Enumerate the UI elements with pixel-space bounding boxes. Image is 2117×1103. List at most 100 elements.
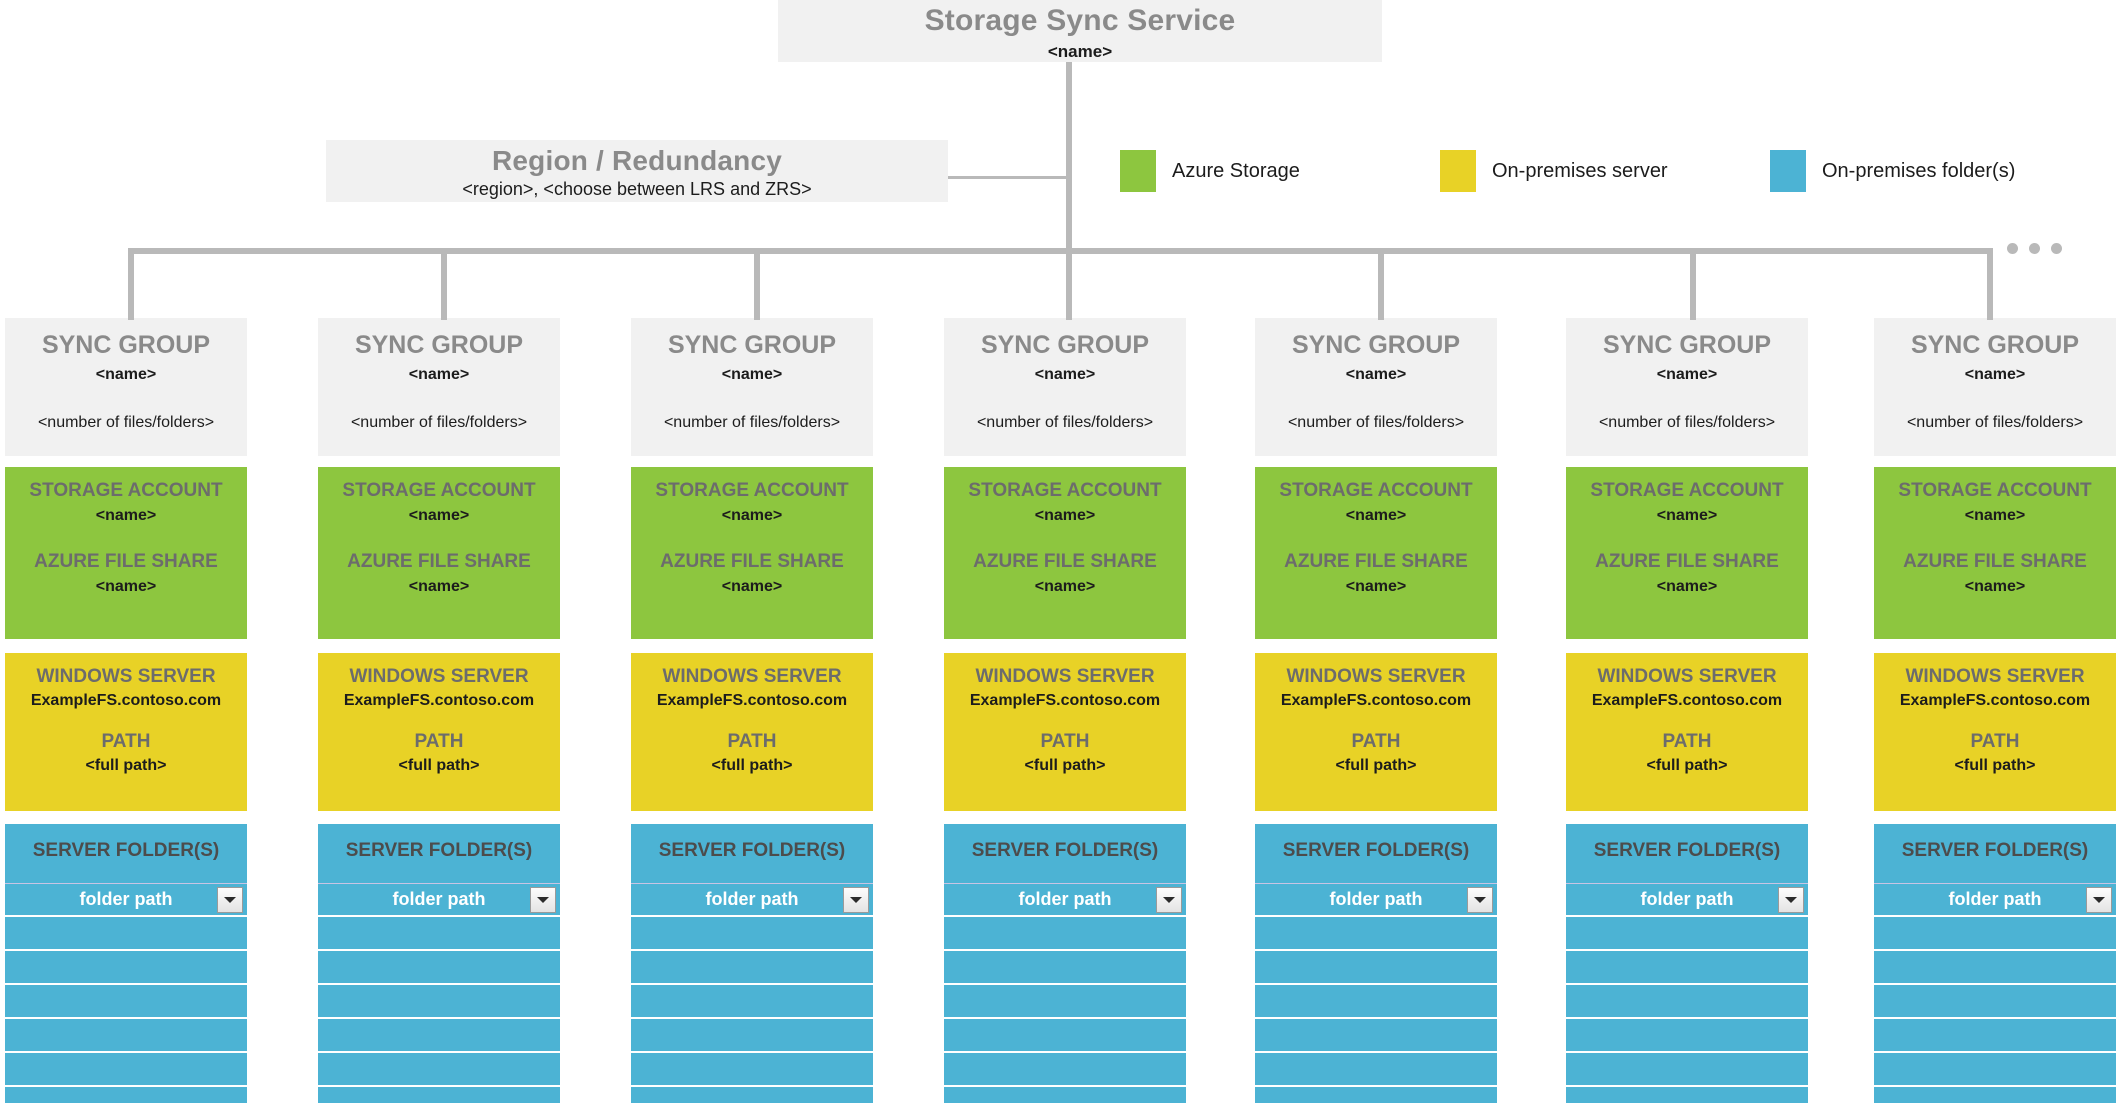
sync-group-card[interactable]: SYNC GROUP <name> <number of files/folders…: [944, 318, 1186, 456]
folder-path-select[interactable]: folder path: [318, 882, 560, 917]
azure-storage-card[interactable]: STORAGE ACCOUNT<name>AZURE FILE SHARE<na…: [631, 467, 873, 639]
path-title: PATH: [414, 730, 464, 752]
folder-row[interactable]: [5, 984, 247, 1019]
folder-path-select[interactable]: folder path: [1874, 882, 2116, 917]
folder-row[interactable]: [1255, 1052, 1497, 1087]
folder-row[interactable]: [1566, 1086, 1808, 1103]
folder-row[interactable]: [631, 1052, 873, 1087]
azure-storage-card[interactable]: STORAGE ACCOUNT<name>AZURE FILE SHARE<na…: [318, 467, 560, 639]
folder-path-select[interactable]: folder path: [1566, 882, 1808, 917]
folder-path-select[interactable]: folder path: [5, 882, 247, 917]
folder-row[interactable]: [631, 950, 873, 985]
server-folders-title: SERVER FOLDER(S): [32, 840, 220, 861]
folder-row[interactable]: [944, 1018, 1186, 1053]
sync-group-file-count: <number of files/folders>: [663, 413, 841, 431]
chevron-down-icon[interactable]: [1467, 886, 1493, 913]
azure-storage-card[interactable]: STORAGE ACCOUNT<name>AZURE FILE SHARE<na…: [5, 467, 247, 639]
folder-row[interactable]: [1255, 916, 1497, 951]
chevron-down-icon[interactable]: [843, 886, 869, 913]
folder-row[interactable]: [318, 984, 560, 1019]
folder-row[interactable]: [5, 1052, 247, 1087]
folder-row[interactable]: [1255, 950, 1497, 985]
sync-group-name: <name>: [95, 365, 157, 383]
folder-row[interactable]: [631, 1018, 873, 1053]
folder-row[interactable]: [1874, 1018, 2116, 1053]
folder-row[interactable]: [318, 1018, 560, 1053]
folder-row[interactable]: [5, 1018, 247, 1053]
chevron-down-icon[interactable]: [1156, 886, 1182, 913]
chevron-down-icon[interactable]: [217, 886, 243, 913]
chevron-down-icon[interactable]: [1778, 886, 1804, 913]
legend-label: On-premises folder(s): [1822, 159, 2016, 182]
folder-row[interactable]: [944, 916, 1186, 951]
sync-group-file-count: <number of files/folders>: [976, 413, 1154, 431]
folder-row[interactable]: [318, 1086, 560, 1103]
folder-path-select[interactable]: folder path: [631, 882, 873, 917]
folder-row[interactable]: [1255, 1018, 1497, 1053]
connector-drop-1: [441, 248, 447, 320]
folder-row[interactable]: [5, 1086, 247, 1103]
windows-server-name: ExampleFS.contoso.com: [1591, 691, 1783, 709]
sync-group-card[interactable]: SYNC GROUP<name><number of files/folders…: [631, 318, 873, 456]
chevron-down-icon[interactable]: [530, 886, 556, 913]
sync-group-card[interactable]: SYNC GROUP<name><number of files/folders…: [1874, 318, 2116, 456]
azure-storage-card[interactable]: STORAGE ACCOUNT<name>AZURE FILE SHARE<na…: [1874, 467, 2116, 639]
azure-storage-card[interactable]: STORAGE ACCOUNT<name>AZURE FILE SHARE<na…: [1255, 467, 1497, 639]
chevron-down-icon[interactable]: [2086, 886, 2112, 913]
server-folders-title: SERVER FOLDER(S): [1901, 840, 2089, 861]
folder-row[interactable]: [1874, 1086, 2116, 1103]
server-folders-title: SERVER FOLDER(S): [971, 840, 1159, 861]
folder-row[interactable]: [1874, 1052, 2116, 1087]
folder-row[interactable]: [944, 984, 1186, 1019]
folder-row[interactable]: [1874, 950, 2116, 985]
sync-group-name: <name>: [1034, 365, 1096, 383]
folder-row[interactable]: [5, 916, 247, 951]
sync-group-card[interactable]: SYNC GROUP<name><number of files/folders…: [1566, 318, 1808, 456]
folder-row[interactable]: [5, 950, 247, 985]
folder-row[interactable]: [944, 1052, 1186, 1087]
legend-swatch-icon: [1770, 150, 1806, 192]
folder-row[interactable]: [1566, 950, 1808, 985]
folder-row[interactable]: [944, 950, 1186, 985]
sync-group-card[interactable]: SYNC GROUP<name><number of files/folders…: [1255, 318, 1497, 456]
folder-row[interactable]: [631, 1086, 873, 1103]
azure-storage-card[interactable]: STORAGE ACCOUNT<name>AZURE FILE SHARE<na…: [1566, 467, 1808, 639]
legend-item-2: On-premises folder(s): [1770, 150, 2015, 192]
azure-storage-card[interactable]: STORAGE ACCOUNT<name>AZURE FILE SHARE<na…: [944, 467, 1186, 639]
storage-account-name: <name>: [408, 506, 470, 524]
folder-row[interactable]: [318, 1052, 560, 1087]
connector-drop-0: [128, 248, 134, 320]
folder-row[interactable]: [631, 984, 873, 1019]
path-value: <full path>: [1954, 756, 2036, 774]
folder-row[interactable]: [631, 916, 873, 951]
folder-row[interactable]: [1255, 984, 1497, 1019]
folder-row[interactable]: [944, 1086, 1186, 1103]
folder-path-label: folder path: [79, 888, 173, 909]
sync-group-card[interactable]: SYNC GROUP<name><number of files/folders…: [318, 318, 560, 456]
folder-row[interactable]: [1566, 1018, 1808, 1053]
folder-path-select[interactable]: folder path: [1255, 882, 1497, 917]
sync-group-title: SYNC GROUP: [980, 331, 1150, 359]
folder-row[interactable]: [1566, 984, 1808, 1019]
folder-row[interactable]: [1874, 916, 2116, 951]
folder-row[interactable]: [318, 950, 560, 985]
storage-sync-service-name: <name>: [1047, 41, 1113, 61]
folder-row[interactable]: [1874, 984, 2116, 1019]
connector-drop-6: [1987, 248, 1993, 320]
folder-row[interactable]: [1566, 1052, 1808, 1087]
folder-row[interactable]: [1255, 1086, 1497, 1103]
windows-server-name: ExampleFS.contoso.com: [343, 691, 535, 709]
sync-group-column: SYNC GROUP <name> <number of files/folders…: [944, 318, 1186, 1103]
windows-server-title: WINDOWS SERVER: [975, 666, 1155, 687]
folder-row[interactable]: [1566, 916, 1808, 951]
sync-group-card[interactable]: SYNC GROUP<name><number of files/folders…: [5, 318, 247, 456]
folder-path-select[interactable]: folder path: [944, 882, 1186, 917]
folder-row[interactable]: [318, 916, 560, 951]
